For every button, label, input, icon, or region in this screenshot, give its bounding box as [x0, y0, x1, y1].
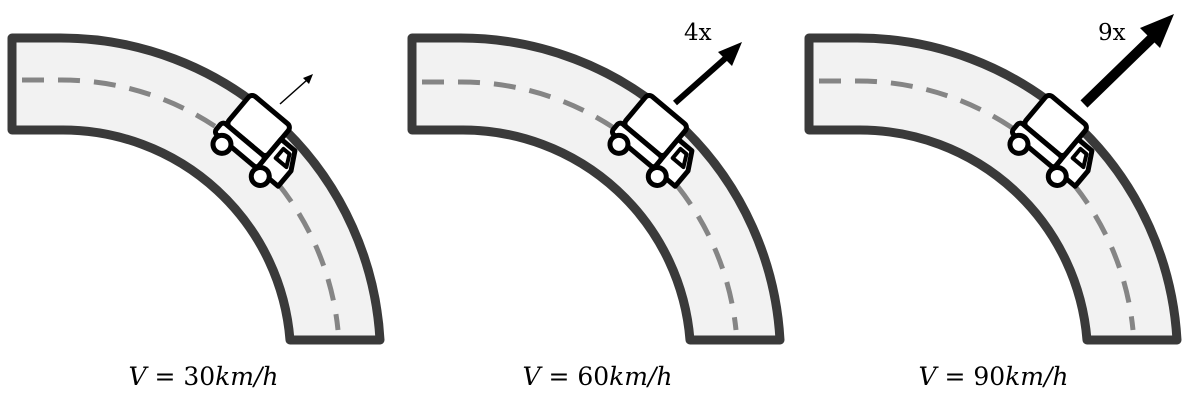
centrifugal-force-arrow	[673, 42, 742, 106]
speed-label-3: V = 90km/h	[918, 362, 1069, 391]
force-label: 9x	[1098, 20, 1126, 46]
panel-1	[7, 33, 385, 345]
force-label: 4x	[684, 20, 712, 46]
panel-3: 9x	[804, 14, 1182, 345]
speed-label-1: V = 30km/h	[128, 362, 279, 391]
road	[7, 33, 385, 345]
panel-2: 4x	[407, 20, 785, 345]
road	[804, 33, 1182, 345]
centrifugal-force-arrow	[1080, 14, 1174, 108]
speed-label-2: V = 60km/h	[522, 362, 673, 391]
road	[407, 33, 785, 345]
centrifugal-force-arrow	[279, 74, 313, 105]
